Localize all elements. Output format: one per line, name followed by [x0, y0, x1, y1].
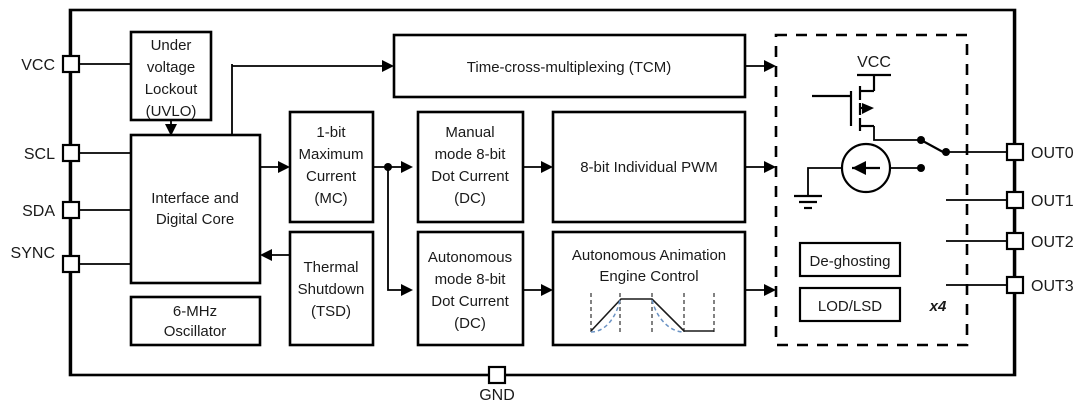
- pin-gnd: GND: [479, 365, 515, 404]
- block-manual-dc-line-1: mode 8-bit: [435, 146, 507, 163]
- pin-out2: OUT2: [946, 231, 1074, 251]
- block-tcm-box: [392, 33, 747, 99]
- pin-scl-label: SCL: [24, 146, 55, 163]
- block-anim-line-0: Autonomous Animation: [572, 247, 726, 264]
- arrow-tsd-to-core: [260, 249, 290, 261]
- block-auto-dc-line-1: mode 8-bit: [435, 271, 507, 288]
- block-max-current: 1-bit Maximum Current (MC): [288, 110, 375, 224]
- block-manual-dc-line-3: (DC): [454, 190, 486, 207]
- output-stage-vcc-supply: VCC: [857, 54, 891, 91]
- block-uvlo-line-3: (UVLO): [146, 103, 197, 120]
- pin-gnd-square: [487, 365, 507, 385]
- block-animation-box: [551, 230, 747, 347]
- block-deghosting: De-ghosting: [798, 241, 902, 278]
- output-stage-vcc-label: VCC: [857, 54, 891, 71]
- block-thermal-shutdown: Thermal Shutdown (TSD): [288, 230, 375, 347]
- block-oscillator-line-1: Oscillator: [164, 323, 227, 340]
- pin-scl: SCL: [24, 143, 131, 163]
- pin-sda-square: [61, 200, 81, 220]
- pin-sync: SYNC: [11, 245, 131, 274]
- pin-scl-square: [61, 143, 81, 163]
- output-stage-dashed-boundary: [774, 33, 969, 347]
- pin-out0-label: OUT0: [1031, 145, 1074, 162]
- block-deghosting-box: [798, 241, 902, 278]
- block-interface-line-0: Interface and: [151, 190, 239, 207]
- block-uvlo-line-1: voltage: [147, 59, 195, 76]
- pin-out1-square: [1005, 190, 1025, 210]
- pin-sda: SDA: [22, 200, 131, 220]
- block-auto-dc-line-0: Autonomous: [428, 249, 512, 266]
- ground-icon: [794, 194, 822, 210]
- block-auto-dc-line-2: Dot Current: [431, 293, 509, 310]
- block-tsd-line-1: Shutdown: [298, 281, 365, 298]
- block-lod-lsd: LOD/LSD: [798, 286, 902, 323]
- pin-out3: OUT3: [946, 275, 1074, 295]
- block-interface-line-1: Digital Core: [156, 211, 234, 228]
- arrow-tcm-to-output-stage: [745, 60, 776, 72]
- block-animation-engine: Autonomous Animation Engine Control: [551, 230, 747, 347]
- block-mc-line-1: Maximum: [298, 146, 363, 163]
- pin-out3-square: [1005, 275, 1025, 295]
- pin-gnd-label: GND: [479, 387, 515, 404]
- block-uvlo-line-0: Under: [151, 37, 192, 54]
- pin-vcc-label: VCC: [21, 57, 55, 74]
- block-uvlo: Under voltage Lockout (UVLO): [129, 30, 213, 122]
- block-manual-dot-current: Manual mode 8-bit Dot Current (DC): [416, 110, 525, 224]
- pin-sync-label: SYNC: [11, 245, 55, 262]
- block-tcm-line-0: Time-cross-multiplexing (TCM): [467, 59, 671, 76]
- wire-vcc-branch-to-tcm: [231, 60, 394, 135]
- pin-out2-label: OUT2: [1031, 234, 1074, 251]
- block-oscillator-box: [129, 295, 262, 347]
- block-thermal-box: [288, 230, 375, 347]
- block-autonomous-dot-current: Autonomous mode 8-bit Dot Current (DC): [416, 230, 525, 347]
- block-pwm-line-0: 8-bit Individual PWM: [580, 159, 718, 176]
- arrow-pwm-to-output-stage: [745, 161, 776, 173]
- pin-vcc-square: [61, 54, 81, 74]
- block-manual-dc-line-0: Manual: [445, 124, 494, 141]
- wire-pmos-to-switch: [873, 126, 918, 141]
- block-uvlo-line-2: Lockout: [145, 81, 198, 98]
- block-mc-line-0: 1-bit: [316, 124, 346, 141]
- pin-out0-square: [1005, 142, 1025, 162]
- block-lod-lsd-box: [798, 286, 902, 323]
- pin-out1: OUT1: [946, 190, 1074, 210]
- arrow-auto-dc-to-animation: [523, 284, 553, 296]
- block-deghosting-label: De-ghosting: [810, 253, 891, 270]
- pin-out1-label: OUT1: [1031, 193, 1074, 210]
- block-individual-pwm: 8-bit Individual PWM: [551, 110, 747, 224]
- output-stage-multiplier-label: x4: [929, 298, 947, 315]
- block-mc-line-3: (MC): [314, 190, 347, 207]
- block-tsd-line-0: Thermal: [303, 259, 358, 276]
- arrow-animation-to-output-stage: [745, 284, 776, 296]
- block-lod-lsd-label: LOD/LSD: [818, 298, 882, 315]
- block-uvlo-box: [129, 30, 213, 122]
- block-oscillator-line-0: 6-MHz: [173, 303, 217, 320]
- pin-out3-label: OUT3: [1031, 278, 1074, 295]
- arrow-manual-dc-to-pwm: [523, 161, 553, 173]
- animation-waveform-icon: [590, 293, 715, 333]
- block-auto-dc-line-3: (DC): [454, 315, 486, 332]
- pin-sda-label: SDA: [22, 203, 55, 220]
- pin-vcc: VCC: [21, 54, 131, 74]
- block-interface-digital-core: Interface and Digital Core: [129, 133, 262, 285]
- block-manual-dc-line-2: Dot Current: [431, 168, 509, 185]
- pin-out2-square: [1005, 231, 1025, 251]
- block-anim-line-1: Engine Control: [599, 268, 698, 285]
- block-mc-line-2: Current: [306, 168, 357, 185]
- block-tsd-line-2: (TSD): [311, 303, 351, 320]
- block-auto-dc-box: [416, 230, 525, 347]
- arrow-core-to-max-current: [260, 161, 290, 173]
- pin-sync-square: [61, 254, 81, 274]
- wire-mc-branch: [373, 161, 413, 296]
- pmos-transistor-icon: [812, 86, 874, 131]
- pin-out0: OUT0: [1005, 142, 1074, 162]
- block-oscillator: 6-MHz Oscillator: [129, 295, 262, 347]
- arrow-uvlo-to-core: [165, 120, 177, 136]
- block-tcm: Time-cross-multiplexing (TCM): [392, 33, 747, 99]
- spst-switch-icon: [917, 136, 950, 156]
- block-interface-box: [129, 133, 262, 285]
- current-source-icon: [807, 142, 925, 196]
